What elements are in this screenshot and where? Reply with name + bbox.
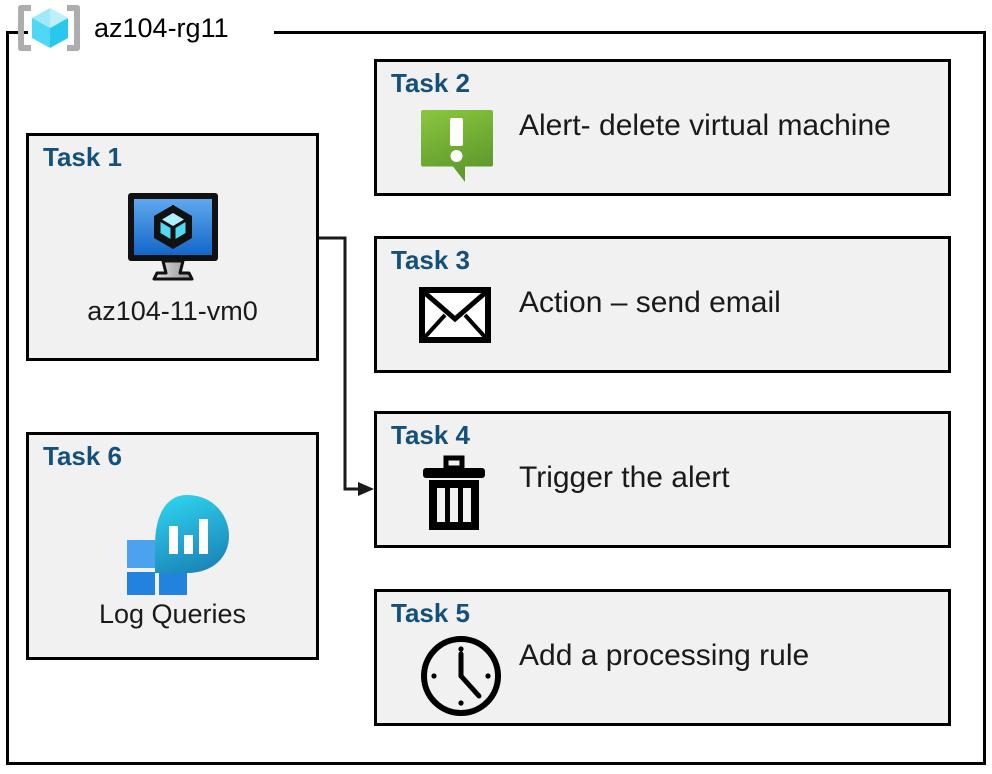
task-card-label: Action – send email [519,286,781,319]
bracket-right-icon [67,5,80,51]
task-card-task3[interactable]: Task 3 Action – send email [374,236,951,373]
resource-group-header-mask [28,18,274,46]
task-card-label: Add a processing rule [519,639,810,672]
trash-can-icon [419,454,489,539]
task-card-title: Task 1 [43,142,123,172]
task-card-task5[interactable]: Task 5 Add a processing rule [374,589,951,726]
task-card-title: Task 4 [391,420,471,450]
task-card-label: Alert- delete virtual machine [519,109,891,142]
resource-group-name: az104-rg11 [94,12,229,43]
resource-group-frame [6,31,986,765]
task-card-task1[interactable]: Task 1 [26,133,319,361]
task-card-label: Log Queries [98,599,247,629]
task-card-title: Task 3 [391,245,471,275]
task-card-label: Trigger the alert [519,461,730,494]
resource-group-cube-icon [16,3,82,53]
cube-glyph-icon [32,8,68,48]
alert-exclamation-icon [419,106,495,189]
resource-group-header: az104-rg11 [16,2,229,54]
clock-icon [419,634,503,723]
task-card-task6[interactable]: Task 6 Log Queries [26,432,319,660]
bracket-left-icon [18,5,31,51]
log-queries-icon [117,493,229,600]
task-card-task4[interactable]: Task 4 Trigger the alert [374,411,951,548]
envelope-icon [419,287,491,348]
task-card-label: az104-11-vm0 [87,296,258,326]
task-card-title: Task 6 [43,441,123,471]
virtual-machine-icon [125,191,221,288]
task-card-title: Task 5 [391,598,471,628]
task-card-title: Task 2 [391,68,471,98]
task-card-task2[interactable]: Task 2 Alert- delete virtual machine [374,59,951,196]
